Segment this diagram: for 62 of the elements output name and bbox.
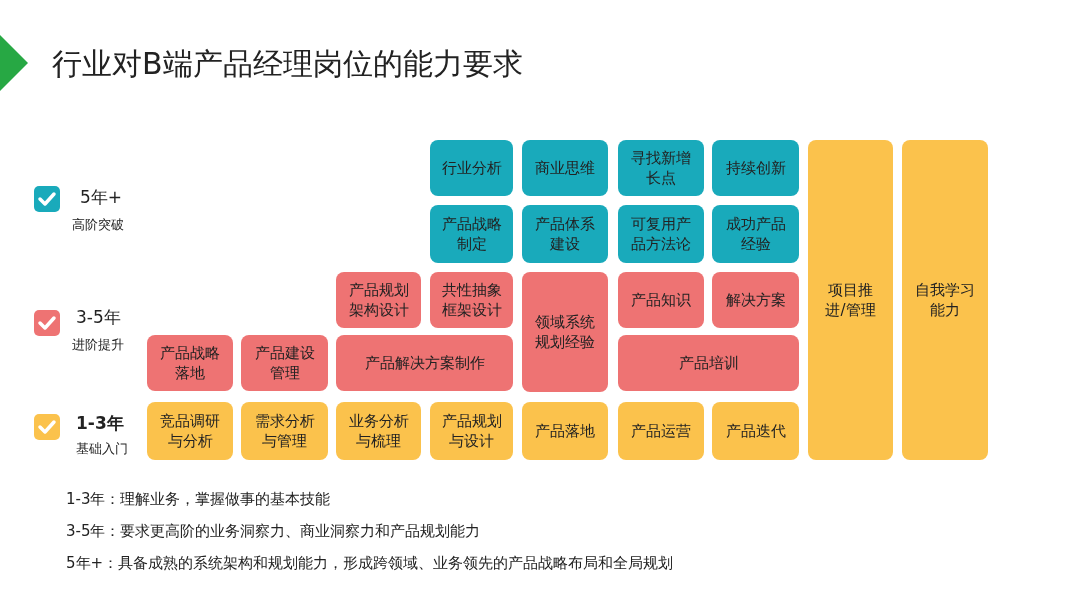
skill-text: 产品战略落地 [159, 343, 221, 383]
skill-box [241, 402, 328, 460]
skill-box [618, 402, 704, 460]
skill-text: 产品解决方案制作 [364, 353, 485, 373]
skill-text: 领域系统规划经验 [534, 312, 596, 352]
skill-text: 需求分析与管理 [253, 411, 316, 451]
skill-box [712, 402, 799, 460]
skill-box [336, 402, 421, 460]
skill-box [618, 335, 799, 391]
skill-text: 成功产品经验 [724, 214, 787, 254]
skill-text: 共性抽象框架设计 [440, 280, 503, 320]
skill-text: 项目推进/管理 [824, 280, 877, 320]
level-label: 3-5年 [76, 306, 121, 329]
level-label: 5年+ [80, 186, 123, 209]
skill-box [430, 205, 513, 263]
skill-box [336, 272, 421, 328]
skill-text: 解决方案 [725, 290, 786, 310]
level-caption: 基础入门 [76, 440, 128, 458]
skill-box [712, 205, 799, 263]
skill-box [147, 402, 233, 460]
title: 行业对B端产品经理岗位的能力要求 [52, 45, 523, 83]
skill-box [522, 272, 608, 392]
skill-box [618, 272, 704, 328]
skill-box [902, 140, 988, 460]
skill-text: 产品知识 [631, 290, 691, 310]
skill-text: 产品运营 [631, 421, 691, 441]
level-caption: 进阶提升 [72, 336, 124, 354]
skill-text: 产品规划架构设计 [347, 280, 410, 320]
skill-text: 产品培训 [678, 353, 739, 373]
skill-box [618, 205, 704, 263]
skill-text: 产品规划与设计 [440, 411, 503, 451]
skill-text: 可复用产品方法论 [630, 214, 692, 254]
skill-text: 产品体系建设 [534, 214, 596, 254]
skill-box [522, 205, 608, 263]
skill-box [522, 402, 608, 460]
skill-box [241, 335, 328, 391]
skill-box [430, 140, 513, 196]
skill-box [618, 140, 704, 196]
skill-text: 产品迭代 [725, 421, 786, 441]
skill-box [430, 402, 513, 460]
skill-box [336, 335, 513, 391]
skill-box [712, 272, 799, 328]
skill-box [522, 140, 608, 196]
skill-text: 行业分析 [441, 158, 502, 178]
skill-box [808, 140, 893, 460]
skill-text: 竞品调研与分析 [159, 411, 221, 451]
skill-text: 寻找新增长点 [630, 148, 692, 188]
skill-box [430, 272, 513, 328]
note: 3-5年：要求更高阶的业务洞察力、商业洞察力和产品规划能力 [66, 522, 481, 541]
level-caption: 高阶突破 [72, 216, 124, 234]
skill-text: 持续创新 [725, 158, 786, 178]
skill-box [147, 335, 233, 391]
skill-text: 产品建设管理 [253, 343, 316, 383]
note: 1-3年：理解业务，掌握做事的基本技能 [66, 490, 331, 509]
skill-text: 产品落地 [535, 421, 595, 441]
skill-box [712, 140, 799, 196]
skill-text: 商业思维 [535, 158, 595, 178]
note: 5年+：具备成熟的系统架构和规划能力，形成跨领域、业务领先的产品战略布局和全局规划 [66, 554, 674, 573]
skill-text: 产品战略制定 [440, 214, 503, 254]
level-label: 1-3年 [76, 412, 124, 435]
skill-text: 业务分析与梳理 [347, 411, 410, 451]
skill-text: 自我学习能力 [914, 280, 976, 320]
